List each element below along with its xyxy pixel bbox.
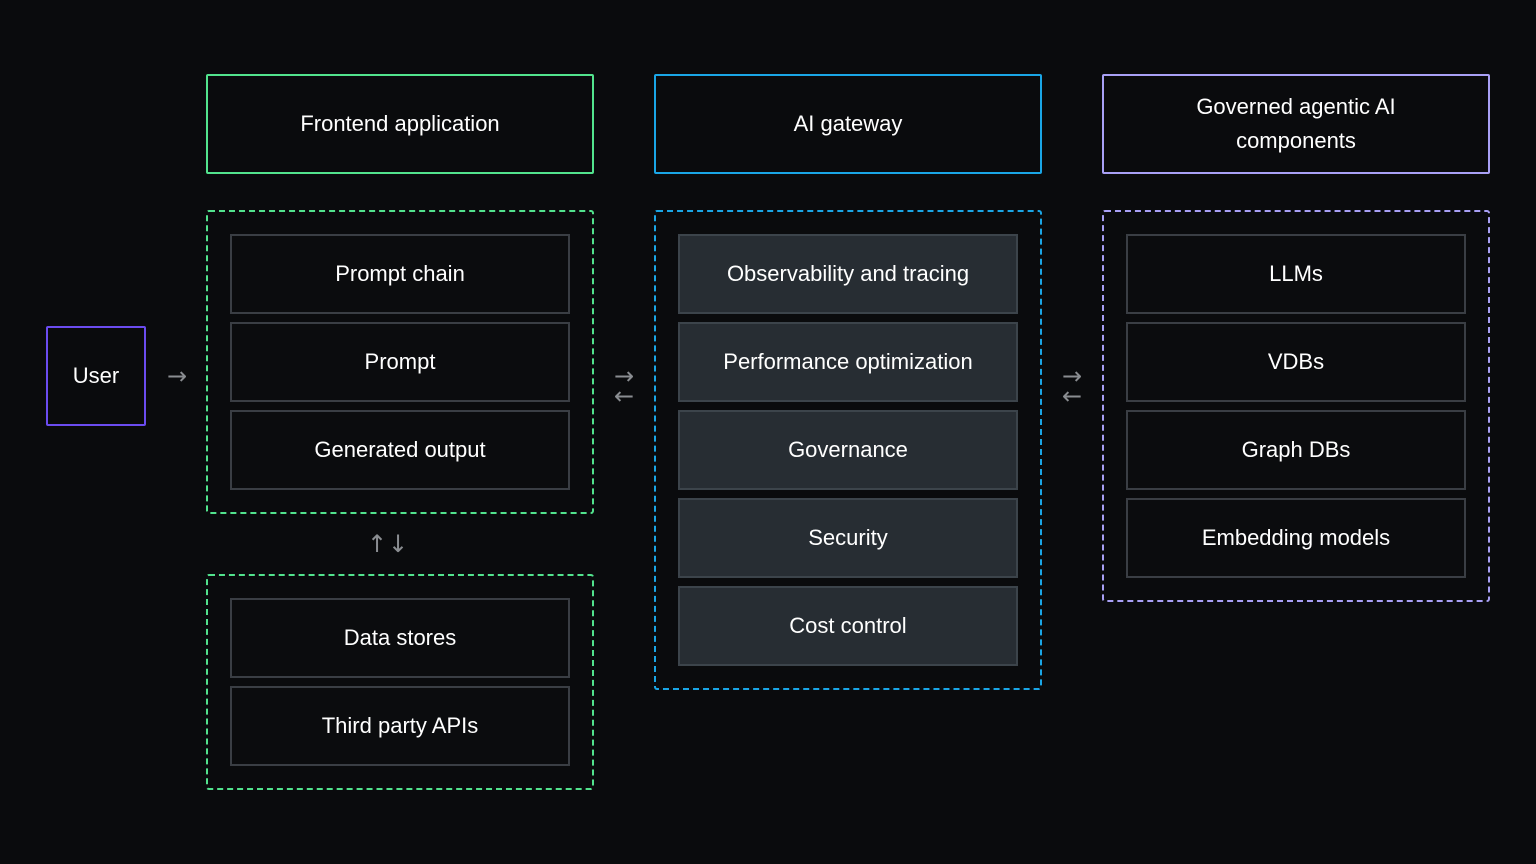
prompt-box: Prompt	[230, 322, 570, 402]
governed-components-group	[1102, 210, 1490, 602]
graph-dbs-label: Graph DBs	[1241, 437, 1351, 462]
arrow-down-icon: ↓	[387, 530, 409, 558]
prompt-chain-box: Prompt chain	[230, 234, 570, 314]
embedding-models-box: Embedding models	[1126, 498, 1466, 578]
user-label: User	[72, 363, 120, 388]
embedding-models-label: Embedding models	[1201, 525, 1391, 550]
governed-components-header: Governed agentic AI components	[1102, 74, 1490, 174]
arrow-left-icon: ←	[613, 382, 635, 410]
user-node: User	[46, 326, 146, 426]
third-party-apis-box: Third party APIs	[230, 686, 570, 766]
frontend-application-header: Frontend application	[206, 74, 594, 174]
graph-dbs-box: Graph DBs	[1126, 410, 1466, 490]
generated-output-label: Generated output	[314, 437, 486, 462]
data-stores-box: Data stores	[230, 598, 570, 678]
vdbs-box: VDBs	[1126, 322, 1466, 402]
prompt-chain-label: Prompt chain	[335, 261, 465, 286]
frontend-data-group	[206, 574, 594, 790]
cost-control-box: Cost control	[678, 586, 1018, 666]
arrow-right-icon: →	[1061, 362, 1083, 390]
performance-optimization-box: Performance optimization	[678, 322, 1018, 402]
generated-output-box: Generated output	[230, 410, 570, 490]
security-label: Security	[808, 525, 888, 550]
frontend-application-title: Frontend application	[300, 111, 500, 136]
llms-box: LLMs	[1126, 234, 1466, 314]
data-stores-label: Data stores	[343, 625, 457, 650]
vdbs-label: VDBs	[1267, 349, 1325, 374]
third-party-apis-label: Third party APIs	[321, 713, 479, 738]
arrow-left-icon: ←	[1061, 382, 1083, 410]
observability-tracing-box: Observability and tracing	[678, 234, 1018, 314]
ai-gateway-title: AI gateway	[793, 111, 903, 136]
observability-tracing-label: Observability and tracing	[726, 261, 970, 286]
arrow-up-icon: ↑	[366, 530, 388, 558]
governance-box: Governance	[678, 410, 1018, 490]
governed-components-title: Governed agentic AI components	[1196, 94, 1396, 153]
ai-gateway-header: AI gateway	[654, 74, 1042, 174]
arrow-right-icon: →	[166, 362, 188, 390]
frontend-components-group	[206, 210, 594, 514]
cost-control-label: Cost control	[789, 613, 907, 638]
ai-gateway-group	[654, 210, 1042, 690]
governance-label: Governance	[788, 437, 908, 462]
security-box: Security	[678, 498, 1018, 578]
llms-label: LLMs	[1269, 261, 1323, 286]
performance-optimization-label: Performance optimization	[723, 349, 973, 374]
arrow-right-icon: →	[613, 362, 635, 390]
prompt-label: Prompt	[364, 349, 436, 374]
